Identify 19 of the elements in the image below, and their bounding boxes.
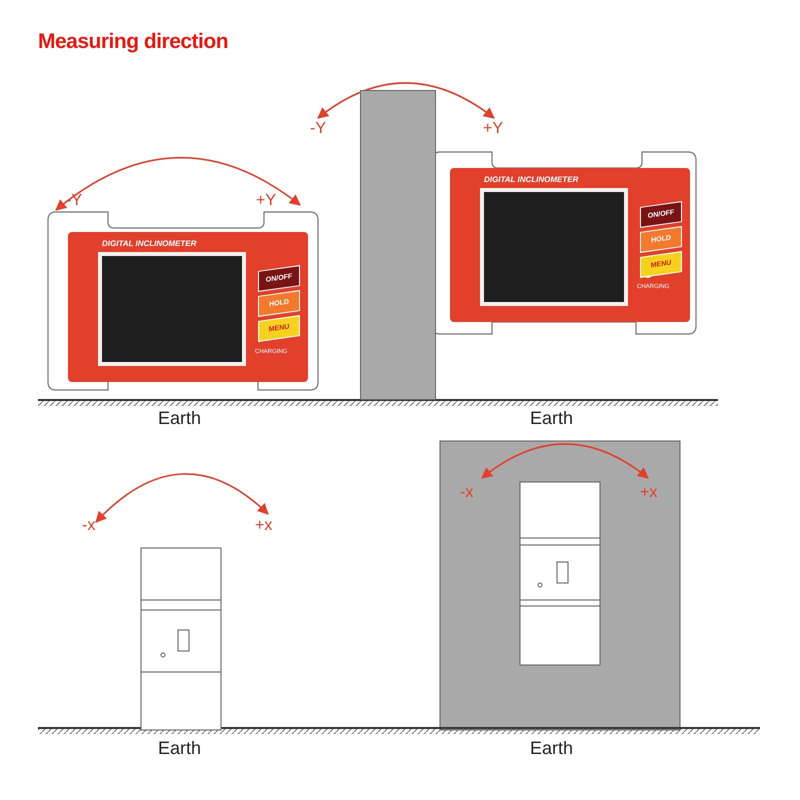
panel-heading: DIGITAL INCLINOMETER <box>484 175 578 184</box>
title: Measuring direction <box>38 30 228 54</box>
display-screen <box>480 188 628 306</box>
axis-label: +Y <box>256 192 276 210</box>
pillar <box>360 90 436 400</box>
axis-label: +x <box>255 517 272 535</box>
axis-label: -x <box>82 517 96 535</box>
ground-label: Earth <box>530 738 574 759</box>
inclinometer-panel <box>68 232 308 382</box>
display-screen <box>98 252 246 366</box>
inclinometer-panel <box>450 168 690 322</box>
ground-label: Earth <box>530 408 574 429</box>
axis-label: -Y <box>310 120 326 138</box>
ground-label: Earth <box>158 738 202 759</box>
axis-label: +Y <box>483 120 504 138</box>
axis-label: -x <box>460 484 474 502</box>
ground-label: Earth <box>158 408 202 429</box>
axis-label: +x <box>640 484 658 502</box>
panel-heading: DIGITAL INCLINOMETER <box>102 239 196 248</box>
